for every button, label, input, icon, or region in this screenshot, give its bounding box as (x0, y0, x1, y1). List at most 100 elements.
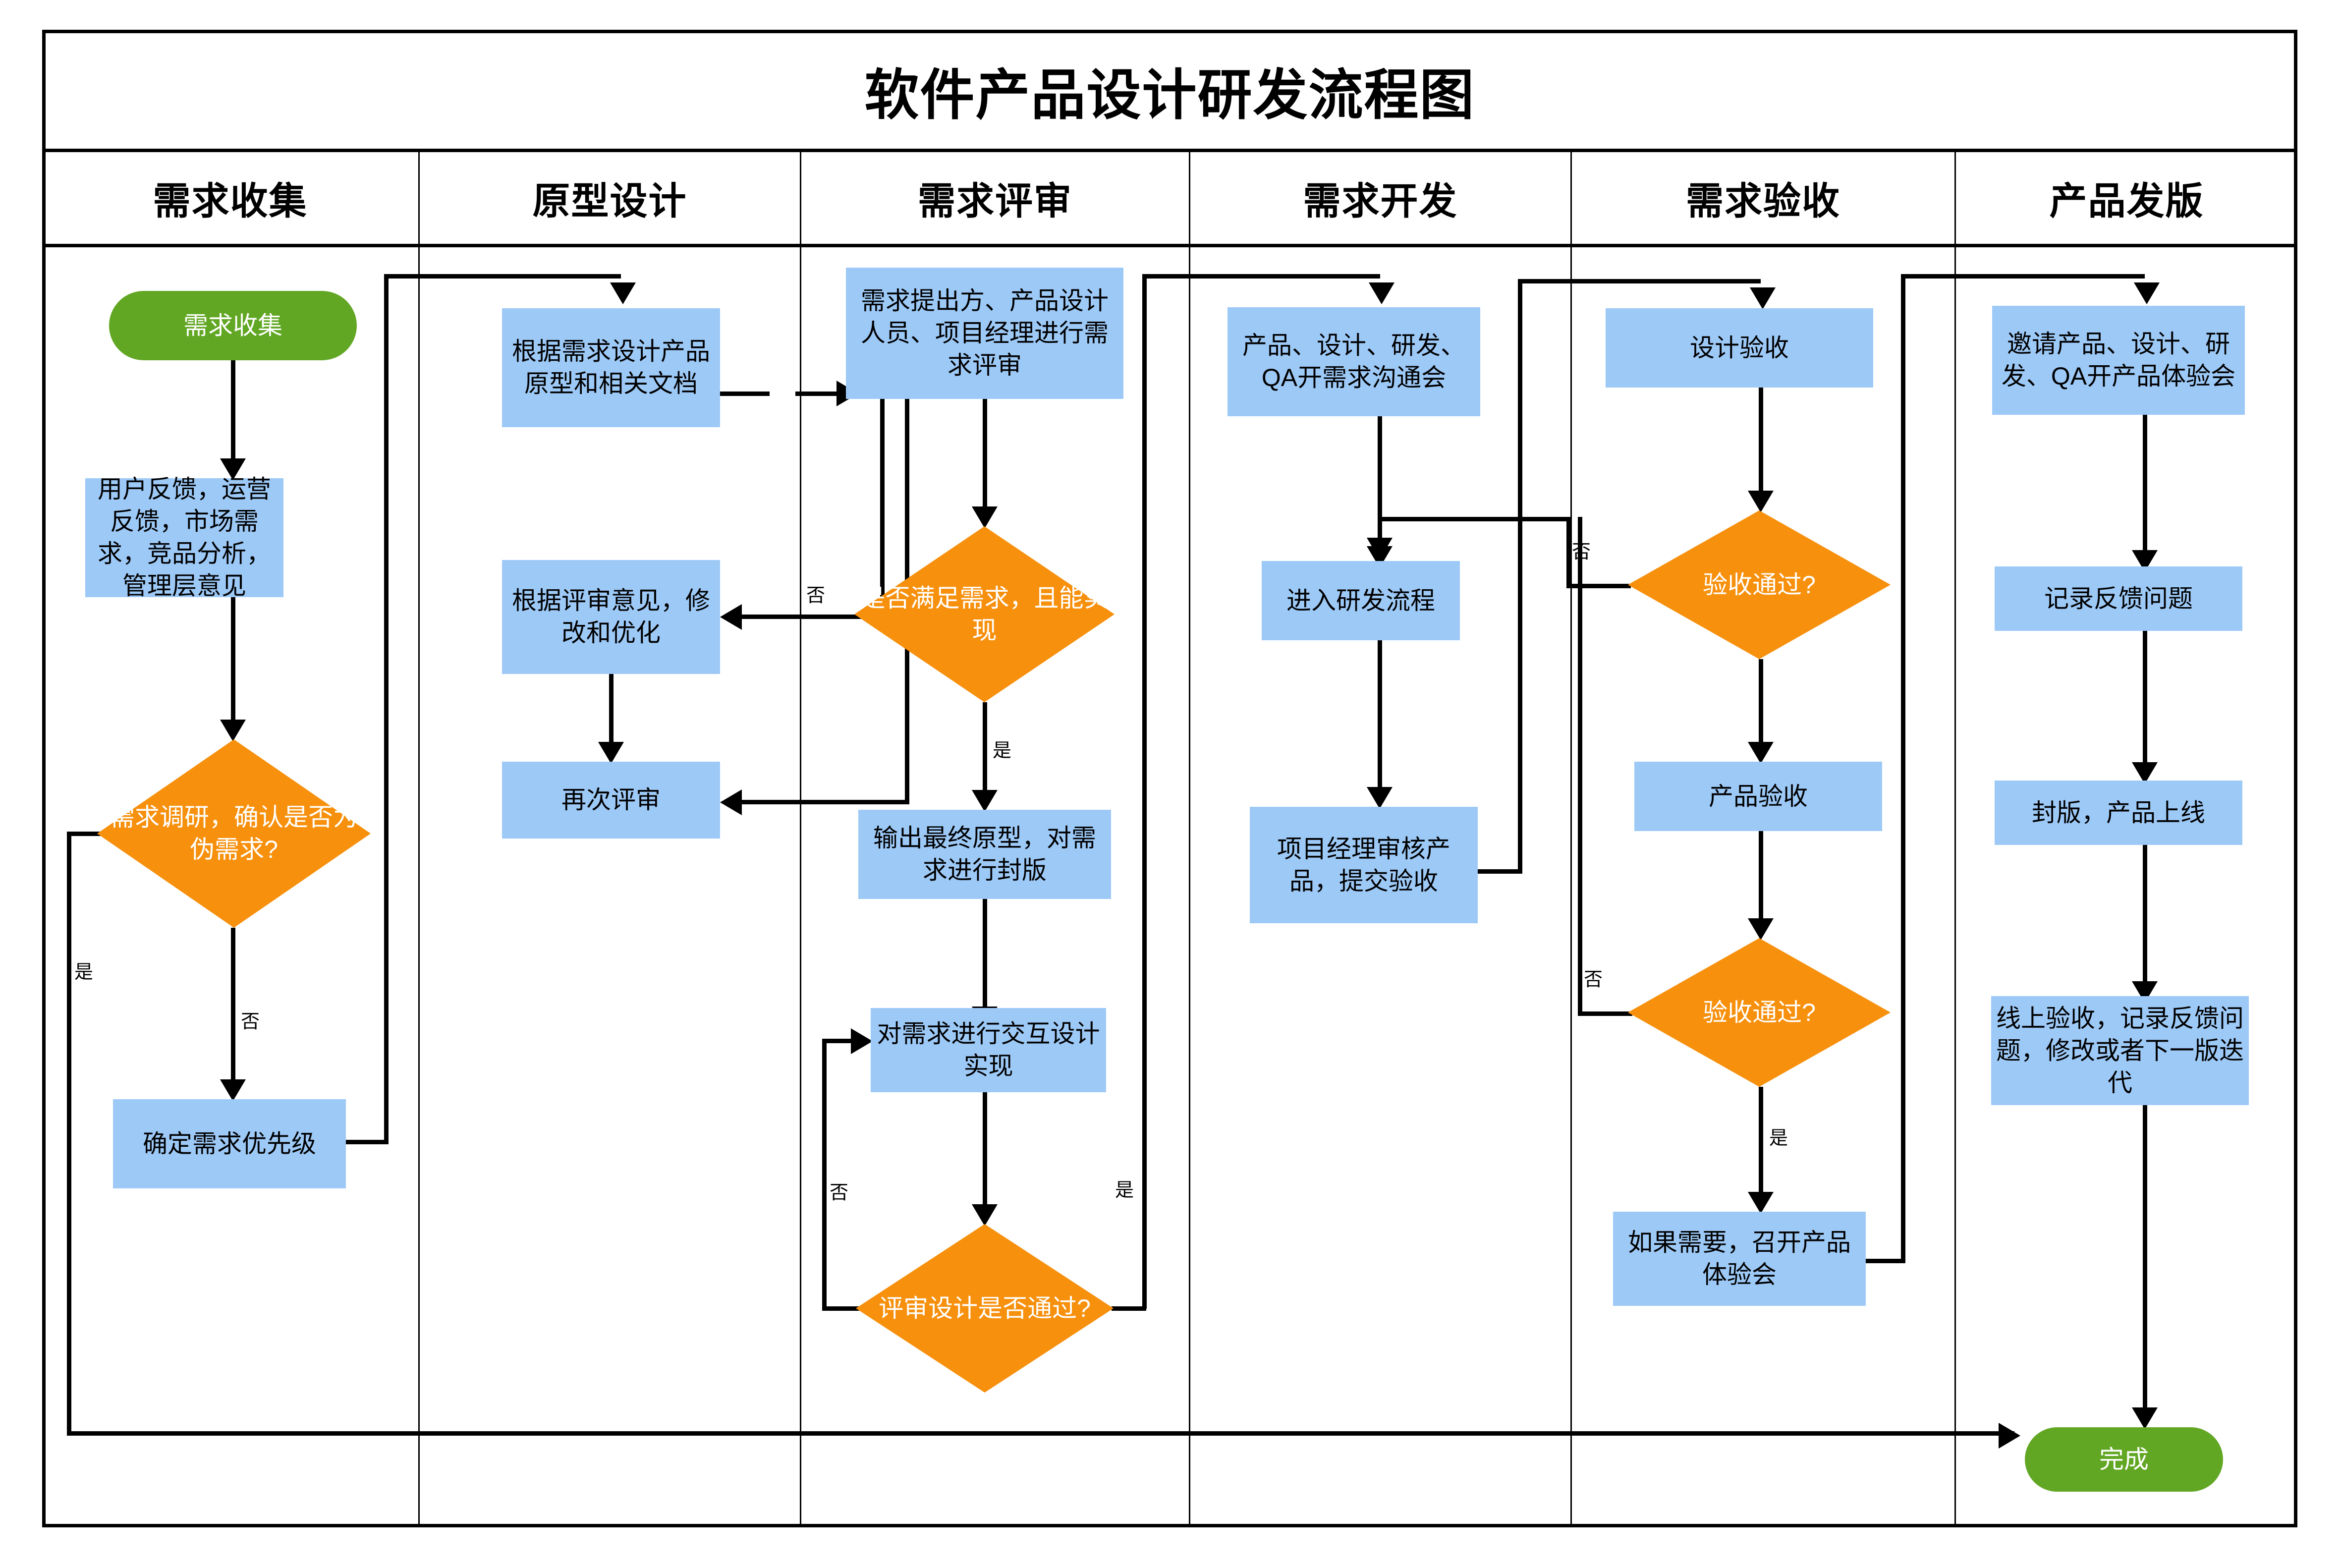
arrowhead-pmreview (1367, 787, 1393, 809)
page-title: 软件产品设计研发流程图 (864, 64, 1475, 126)
lane-header-requirements-review: 需求评审 (918, 180, 1072, 223)
edge-revise-to-rereview (609, 674, 613, 753)
node-invite-experience-meeting[interactable]: 邀请产品、设计、研发、QA开产品体验会 (1992, 306, 2245, 415)
node-revise-optimize[interactable]: 根据评审意见，修改和优化 (502, 560, 720, 674)
edge-label-decision3b-no: 否 (830, 1182, 849, 1203)
edge-designacc-to-decision (1759, 388, 1763, 502)
node-design-acceptance[interactable]: 设计验收 (1606, 308, 1873, 388)
edge-pmreview-right (1478, 869, 1522, 874)
node-online-acceptance[interactable]: 线上验收，记录反馈问题，修改或者下一版迭代 (1991, 996, 2249, 1105)
node-requirement-priority[interactable]: 确定需求优先级 (113, 1099, 346, 1188)
edge-release-to-online (2143, 845, 2147, 994)
arrowhead-end-from-rail (1999, 1423, 2020, 1449)
node-interaction-design[interactable]: 对需求进行交互设计实现 (871, 1008, 1106, 1092)
edge-decision5a-no-h (1378, 517, 1568, 521)
edge-into-review-h (795, 392, 842, 396)
node-requirement-research-decision[interactable]: 需求调研，确认是否为伪需求? (97, 739, 371, 928)
arrowhead-product-acceptance (1748, 742, 1774, 764)
node-start[interactable]: 需求收集 (109, 291, 357, 360)
edge-enter-to-pmreview (1378, 640, 1382, 799)
edge-bottom-rail (67, 1431, 2014, 1436)
edge-output-to-interaction (983, 899, 987, 1018)
arrowhead-decision3 (972, 506, 998, 528)
edge-decision3b-no-v (822, 1039, 827, 1309)
edge-label-decision5b-yes: 是 (1769, 1128, 1788, 1149)
node-invite-experience-meeting-label: 邀请产品、设计、研发、QA开产品体验会 (2001, 330, 2236, 390)
edge-experience-up (1901, 274, 1905, 1263)
arrowhead-invite (2134, 282, 2160, 304)
edge-priority-to-lane2 (384, 274, 621, 279)
node-acceptance-pass-decision-2[interactable]: 验收通过? (1628, 938, 1891, 1087)
node-user-feedback[interactable]: 用户反馈，运营反馈，市场需求，竞品分析，管理层意见 (85, 475, 283, 600)
edge-decision3b-yes-to-lane4 (1142, 274, 1380, 279)
node-requirement-communication-meeting-label: 产品、设计、研发、QA开需求沟通会 (1242, 332, 1465, 392)
node-meets-requirement-decision-label: 是否满足需求，且能实现 (860, 584, 1109, 644)
edge-decision5a-to-product (1759, 659, 1763, 753)
edge-label-decision3b-yes: 是 (1115, 1180, 1134, 1201)
node-end[interactable]: 完成 (2025, 1427, 2223, 1492)
edge-start-to-feedback (231, 360, 235, 464)
node-product-experience-meeting[interactable]: 如果需要，召开产品体验会 (1613, 1212, 1866, 1306)
node-re-review[interactable]: 再次评审 (502, 762, 720, 839)
node-acceptance-pass-decision-1[interactable]: 验收通过? (1628, 510, 1891, 659)
edge-product-to-decision2 (1759, 831, 1763, 930)
edge-decision5b-no-v (1578, 517, 1582, 1014)
lane-header-divider (42, 244, 2297, 247)
node-seal-release[interactable]: 封版，产品上线 (1995, 781, 2242, 845)
edge-label-decision1-yes: 是 (74, 962, 94, 983)
arrowhead-rereview-in (720, 789, 742, 815)
edge-label-decision5b-no: 否 (1584, 969, 1603, 990)
arrowhead-priority (220, 1079, 246, 1101)
node-design-prototype[interactable]: 根据需求设计产品原型和相关文档 (502, 308, 720, 427)
node-user-feedback-label: 用户反馈，运营反馈，市场需求，竞品分析，管理层意见 (98, 475, 271, 600)
node-design-review-decision[interactable]: 评审设计是否通过? (856, 1224, 1114, 1393)
arrowhead-release (2132, 762, 2158, 784)
node-requirement-communication-meeting[interactable]: 产品、设计、研发、QA开需求沟通会 (1227, 307, 1480, 416)
lane-divider-1 (418, 150, 420, 1527)
edge-decision3b-yes-v (1142, 274, 1147, 1309)
arrowhead-revise (720, 604, 742, 630)
node-record-feedback[interactable]: 记录反馈问题 (1995, 566, 2242, 631)
edge-design-to-review-h1 (720, 392, 770, 396)
node-product-acceptance-label: 产品验收 (1709, 782, 1808, 810)
node-requirement-review[interactable]: 需求提出方、产品设计人员、项目经理进行需求评审 (846, 268, 1123, 399)
arrowhead-design-acceptance (1750, 287, 1776, 309)
arrowhead-interaction-loop (851, 1028, 873, 1054)
edge-online-to-end (2143, 1105, 2147, 1422)
node-end-label: 完成 (2099, 1445, 2149, 1473)
edge-invite-to-record (2143, 415, 2147, 563)
node-final-prototype-output[interactable]: 输出最终原型，对需求进行封版 (858, 810, 1111, 899)
edge-review-to-decision (983, 399, 987, 518)
edge-decision5b-yes (1759, 1087, 1763, 1203)
node-requirement-research-decision-label: 需求调研，确认是否为伪需求? (110, 803, 358, 863)
arrowhead-output (972, 790, 998, 812)
arrowhead-lane4-meeting (1369, 282, 1394, 304)
node-design-prototype-label: 根据需求设计产品原型和相关文档 (512, 337, 710, 397)
node-meets-requirement-decision[interactable]: 是否满足需求，且能实现 (854, 526, 1115, 702)
lane-header-product-release: 产品发版 (2049, 180, 2204, 223)
edge-record-to-release (2143, 631, 2147, 775)
arrowhead-rereview (598, 742, 624, 764)
lane-divider-4 (1570, 150, 1572, 1527)
diagram-frame (42, 30, 2297, 1527)
node-revise-optimize-label: 根据评审意见，修改和优化 (512, 587, 710, 647)
edge-priority-right (346, 1140, 389, 1144)
node-record-feedback-label: 记录反馈问题 (2044, 584, 2193, 613)
node-pm-review-submit[interactable]: 项目经理审核产品，提交验收 (1250, 807, 1478, 923)
edge-decision5a-no-left (1566, 584, 1631, 588)
node-pm-review-submit-label: 项目经理审核产品，提交验收 (1277, 835, 1450, 895)
node-enter-development[interactable]: 进入研发流程 (1262, 561, 1460, 640)
edge-rereview-right (728, 800, 909, 804)
lane-divider-2 (800, 150, 801, 1527)
edge-meeting-to-enter (1378, 416, 1382, 560)
edge-experience-to-lane6 (1901, 274, 2145, 279)
node-design-acceptance-label: 设计验收 (1690, 334, 1789, 362)
lane-header-prototype-design: 原型设计 (532, 180, 687, 223)
edge-priority-up (384, 274, 389, 1144)
edge-decision3-no (793, 615, 857, 619)
edge-decision5b-no-h (1578, 1011, 1632, 1016)
title-divider (42, 149, 2297, 152)
edge-no-to-revise-v (880, 392, 885, 617)
node-product-acceptance[interactable]: 产品验收 (1634, 762, 1882, 831)
